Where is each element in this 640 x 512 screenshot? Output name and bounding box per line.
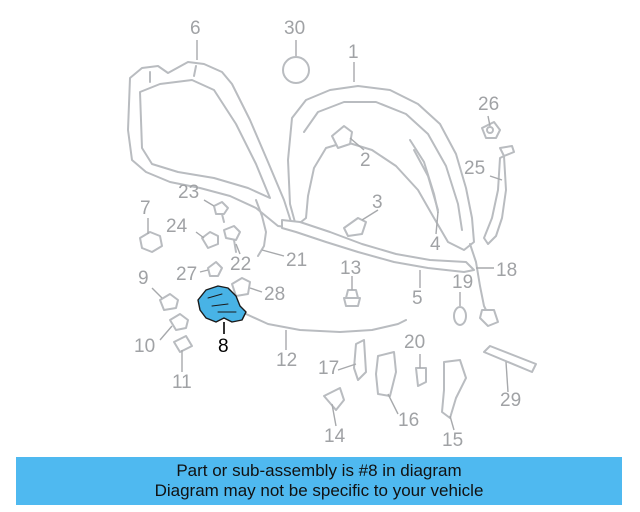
callout-17: 17	[318, 358, 339, 379]
leader-lines	[147, 40, 509, 431]
callout-18: 18	[496, 260, 517, 281]
part-10-bolt	[169, 313, 189, 331]
callout-16: 16	[398, 410, 419, 431]
part-25-strut	[483, 145, 515, 245]
callout-22: 22	[230, 254, 251, 275]
part-9-bolt	[159, 293, 179, 311]
callout-20: 20	[404, 332, 425, 353]
callout-13: 13	[340, 258, 361, 279]
part-24-clip	[201, 231, 219, 249]
callout-30: 30	[284, 18, 305, 39]
callout-27: 27	[176, 264, 197, 285]
part-20-bolt	[415, 367, 427, 387]
banner-line-part-number: Part or sub-assembly is #8 in diagram	[176, 461, 462, 480]
part-17-bracket	[353, 339, 367, 381]
callout-7: 7	[140, 198, 151, 219]
callout-28: 28	[264, 284, 285, 305]
callout-23: 23	[178, 182, 199, 203]
part-3-bumper	[343, 217, 367, 237]
part-15-hinge	[441, 359, 467, 419]
part-18-rod-end	[479, 309, 499, 327]
callout-14: 14	[324, 426, 346, 447]
part-26-clip	[481, 121, 501, 139]
callout-6: 6	[190, 18, 201, 39]
part-8-latch-highlighted[interactable]	[197, 285, 247, 323]
part-22-bolt	[223, 225, 241, 253]
callout-12: 12	[276, 350, 297, 371]
part-4-seal	[413, 149, 439, 211]
part-30-pad	[282, 56, 310, 84]
part-6-insulator	[127, 61, 294, 229]
callout-1: 1	[348, 42, 359, 63]
banner-line-disclaimer: Diagram may not be specific to your vehi…	[154, 481, 484, 500]
callout-24: 24	[166, 216, 188, 237]
callout-5: 5	[412, 288, 423, 309]
callout-numbers: 6 30 1 26 2 25 23 3 7 24 4 21 22 13 18 2…	[134, 18, 521, 451]
callout-19: 19	[452, 272, 473, 293]
callout-8: 8	[218, 336, 229, 357]
parts-diagram: 6 30 1 26 2 25 23 3 7 24 4 21 22 13 18 2…	[127, 18, 537, 451]
part-1-hood	[287, 85, 475, 251]
part-27-clip	[207, 261, 223, 277]
part-14-bracket	[323, 387, 345, 411]
part-5-seal-strip	[281, 219, 475, 273]
part-11-pin	[173, 335, 193, 353]
part-23-bolt	[213, 201, 229, 223]
callout-21: 21	[286, 250, 307, 271]
callout-26: 26	[478, 94, 499, 115]
callout-25: 25	[464, 158, 485, 179]
part-16-hinge	[375, 351, 397, 397]
callout-9: 9	[138, 268, 149, 289]
callout-11: 11	[172, 372, 192, 393]
part-29-strip	[483, 345, 537, 373]
callout-2: 2	[360, 150, 371, 171]
part-13-clip	[343, 289, 361, 307]
callout-15: 15	[442, 430, 463, 451]
callout-4: 4	[430, 234, 441, 255]
part-28-bracket	[231, 277, 251, 297]
callout-10: 10	[134, 336, 155, 357]
callout-3: 3	[372, 192, 383, 213]
info-banner: Part or sub-assembly is #8 in diagram Di…	[16, 457, 622, 505]
callout-29: 29	[500, 390, 521, 411]
part-7-bumper-stop	[139, 231, 163, 253]
part-21-cable	[255, 199, 267, 257]
part-12-cable	[245, 313, 407, 333]
part-19-grommet	[453, 306, 467, 326]
